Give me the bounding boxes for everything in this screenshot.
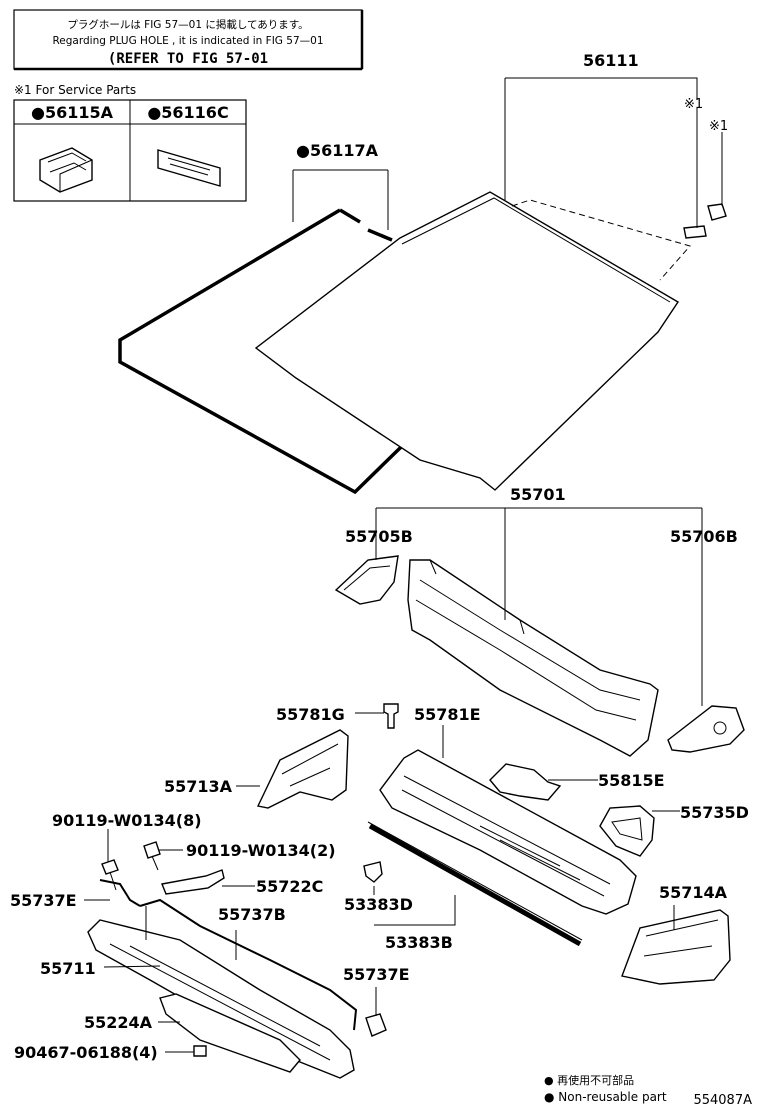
dashed-outline xyxy=(511,199,691,281)
label-service-mark-2: ※1 xyxy=(709,119,728,134)
clip-53383d xyxy=(363,861,383,883)
hose-55737b xyxy=(139,898,358,1031)
clip-90467 xyxy=(193,1045,207,1057)
service-parts-box: ※1 For Service Parts ●56115A ●56116C xyxy=(13,83,247,202)
clip-56116c-drawing xyxy=(157,149,221,187)
windshield-glass-56111 xyxy=(254,191,679,491)
label-56111: 56111 xyxy=(583,51,639,70)
label-55815e: 55815E xyxy=(598,771,665,790)
service-part-56116c: ●56116C xyxy=(147,103,228,122)
cowl-louver-55781e xyxy=(379,749,637,915)
seal-55815e xyxy=(489,763,562,801)
service-part-56115a: ●56115A xyxy=(31,103,114,122)
lower-cowl-55711 xyxy=(87,919,355,1079)
hose-connector-55737e xyxy=(365,1013,387,1037)
label-55711: 55711 xyxy=(40,959,96,978)
label-90119-w0134-2: 90119-W0134(2) xyxy=(186,841,336,860)
seal-55735d xyxy=(599,805,655,857)
leader-lines xyxy=(84,77,723,1053)
bolt-90119-a xyxy=(101,859,119,891)
bracket-55713a xyxy=(256,729,349,809)
label-service-mark-1: ※1 xyxy=(684,97,703,112)
figure-id: 554087A xyxy=(693,1093,752,1108)
legend-jp: ● 再使用不可部品 xyxy=(544,1073,634,1087)
label-55714a: 55714A xyxy=(659,883,728,902)
label-55781e: 55781E xyxy=(414,705,481,724)
bracket-55714a xyxy=(621,909,731,985)
legend-en: ● Non-reusable part xyxy=(544,1090,667,1104)
service-clips-on-glass xyxy=(683,203,727,239)
label-55737b: 55737B xyxy=(218,905,286,924)
cowl-top-panel-55701 xyxy=(407,559,659,757)
label-55722c: 55722C xyxy=(256,877,323,896)
note-line-en: Regarding PLUG HOLE , it is indicated in… xyxy=(52,35,323,47)
label-55701: 55701 xyxy=(510,485,566,504)
label-53383b: 53383B xyxy=(385,933,453,952)
label-55706b: 55706B xyxy=(670,527,738,546)
clip-55781g xyxy=(383,703,399,729)
bracket-55722c xyxy=(161,869,225,895)
service-parts-title: ※1 For Service Parts xyxy=(14,83,136,97)
label-56117a: ●56117A xyxy=(296,141,379,160)
label-90467-06188-4: 90467-06188(4) xyxy=(14,1043,158,1062)
bolt-90119-b xyxy=(143,841,161,871)
note-line-jp: プラグホールは FIG 57—01 に掲載してあります。 xyxy=(67,18,308,31)
hose-55737e-left xyxy=(99,879,141,907)
panel-55224a xyxy=(159,993,301,1073)
label-55781g: 55781G xyxy=(276,705,345,724)
label-55705b: 55705B xyxy=(345,527,413,546)
label-55224a: 55224A xyxy=(84,1013,153,1032)
label-55737e-upper: 55737E xyxy=(10,891,77,910)
cowl-side-right-55706b xyxy=(667,705,745,753)
plug-hole-note: プラグホールは FIG 57—01 に掲載してあります。 Regarding P… xyxy=(13,9,364,71)
label-90119-w0134-8: 90119-W0134(8) xyxy=(52,811,202,830)
weatherstrip-53383b xyxy=(367,821,583,947)
label-55735d: 55735D xyxy=(680,803,749,822)
clip-56115a-drawing xyxy=(39,147,93,193)
cowl-side-left-55705b xyxy=(334,555,399,605)
label-53383d: 53383D xyxy=(344,895,413,914)
note-refer-line: (REFER TO FIG 57-01 xyxy=(108,51,268,67)
label-55737e-lower: 55737E xyxy=(343,965,410,984)
label-55713a: 55713A xyxy=(164,777,233,796)
